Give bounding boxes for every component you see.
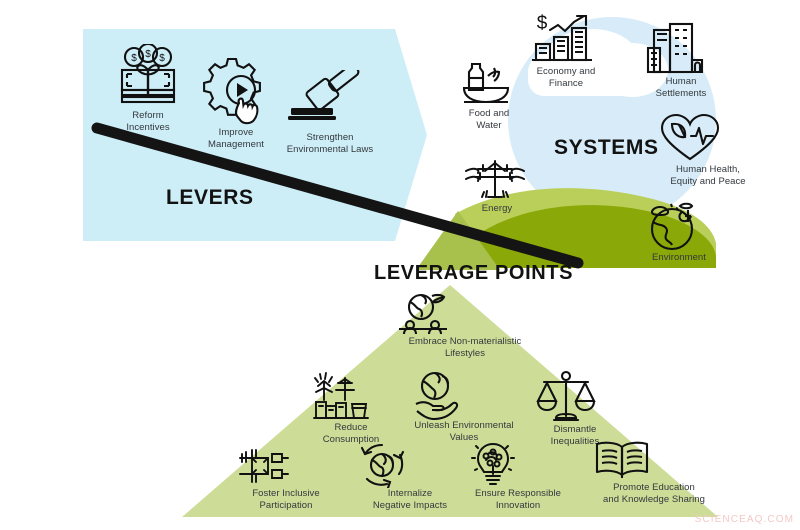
buildings-icon: [640, 22, 722, 76]
leverage-item-embrace-non-materialistic[interactable]: Embrace Non-materialistic Lifestyles: [395, 292, 535, 359]
leverage-item-promote-education[interactable]: Promote Education and Knowledge Sharing: [592, 438, 716, 505]
lever-item-reform-incentives[interactable]: $ $ $ Reform Incentives: [110, 44, 186, 133]
leverage-item-label: Unleash Environmental Values: [414, 420, 514, 443]
systems-heading: SYSTEMS: [554, 136, 659, 159]
svg-text:$: $: [159, 53, 165, 64]
leverage-item-dismantle-inequalities[interactable]: Dismantle Inequalities: [534, 368, 616, 447]
leverage-item-reduce-consumption[interactable]: Reduce Consumption: [310, 370, 392, 445]
hand-globe-icon: [406, 370, 522, 420]
system-item-human-settlements[interactable]: Human Settlements: [640, 22, 722, 99]
globe-people-icon: [395, 292, 535, 336]
lever-item-label: Improve Management: [208, 127, 264, 150]
hands-network-icon: [236, 444, 336, 488]
recycle-globe-icon: [358, 442, 462, 488]
system-item-environment[interactable]: Environment: [636, 198, 722, 264]
lever-item-strengthen-laws[interactable]: Strengthen Environmental Laws: [275, 70, 385, 155]
leverage-item-foster-inclusive-participation[interactable]: Foster Inclusive Participation: [236, 444, 336, 511]
system-item-label: Environment: [652, 252, 706, 263]
leverage-item-label: Embrace Non-materialistic Lifestyles: [408, 336, 522, 359]
system-item-label: Economy and Finance: [536, 66, 596, 89]
system-item-label: Human Health, Equity and Peace: [670, 164, 746, 187]
svg-text:$: $: [145, 49, 151, 60]
system-item-economy-and-finance[interactable]: $ Economy and Finance: [524, 12, 608, 89]
lightbulb-nature-icon: [466, 440, 570, 488]
leverage-item-label: Promote Education and Knowledge Sharing: [603, 482, 705, 505]
fulcrum-shape: [416, 211, 500, 270]
gavel-icon: [275, 70, 385, 132]
lever-item-improve-management[interactable]: Improve Management: [194, 55, 278, 150]
lever-item-label: Strengthen Environmental Laws: [286, 132, 374, 155]
power-line-icon: [462, 155, 532, 203]
leverage-item-ensure-responsible-innovation[interactable]: Ensure Responsible Innovation: [466, 440, 570, 511]
gear-cursor-icon: [194, 55, 278, 127]
system-item-energy[interactable]: Energy: [462, 155, 532, 215]
leverage-item-label: Ensure Responsible Innovation: [475, 488, 561, 511]
lever-item-label: Reform Incentives: [126, 110, 170, 133]
leverage-item-unleash-environmental-values[interactable]: Unleash Environmental Values: [406, 370, 522, 443]
system-item-human-health[interactable]: Human Health, Equity and Peace: [658, 112, 758, 187]
leverage-item-label: Dismantle Inequalities: [550, 424, 600, 447]
leverage-item-label: Foster Inclusive Participation: [252, 488, 320, 511]
system-item-label: Human Settlements: [655, 76, 707, 99]
open-book-icon: [592, 438, 716, 482]
watermark: SCIENCEAQ.COM: [694, 514, 794, 525]
system-item-label: Food and Water: [468, 108, 510, 131]
leverage-item-label: Internalize Negative Impacts: [372, 488, 448, 511]
leverage-points-heading: LEVERAGE POINTS: [374, 262, 574, 284]
factory-powerline-icon: [310, 370, 392, 422]
svg-text:$: $: [131, 53, 137, 64]
leverage-item-internalize-negative-impacts[interactable]: Internalize Negative Impacts: [358, 442, 462, 511]
economy-chart-icon: $: [524, 12, 608, 66]
system-item-food-and-water[interactable]: Food and Water: [458, 58, 520, 131]
earth-nature-icon: [636, 198, 722, 252]
money-bundle-icon: $ $ $: [110, 44, 186, 110]
levers-heading: LEVERS: [166, 186, 254, 209]
system-item-label: Energy: [481, 203, 513, 214]
leverage-triangle-shape: [182, 285, 718, 517]
leverage-item-label: Reduce Consumption: [322, 422, 380, 445]
svg-text:$: $: [537, 13, 548, 34]
scales-icon: [534, 368, 616, 424]
food-water-icon: [458, 58, 520, 108]
heart-pulse-leaf-icon: [658, 112, 758, 164]
